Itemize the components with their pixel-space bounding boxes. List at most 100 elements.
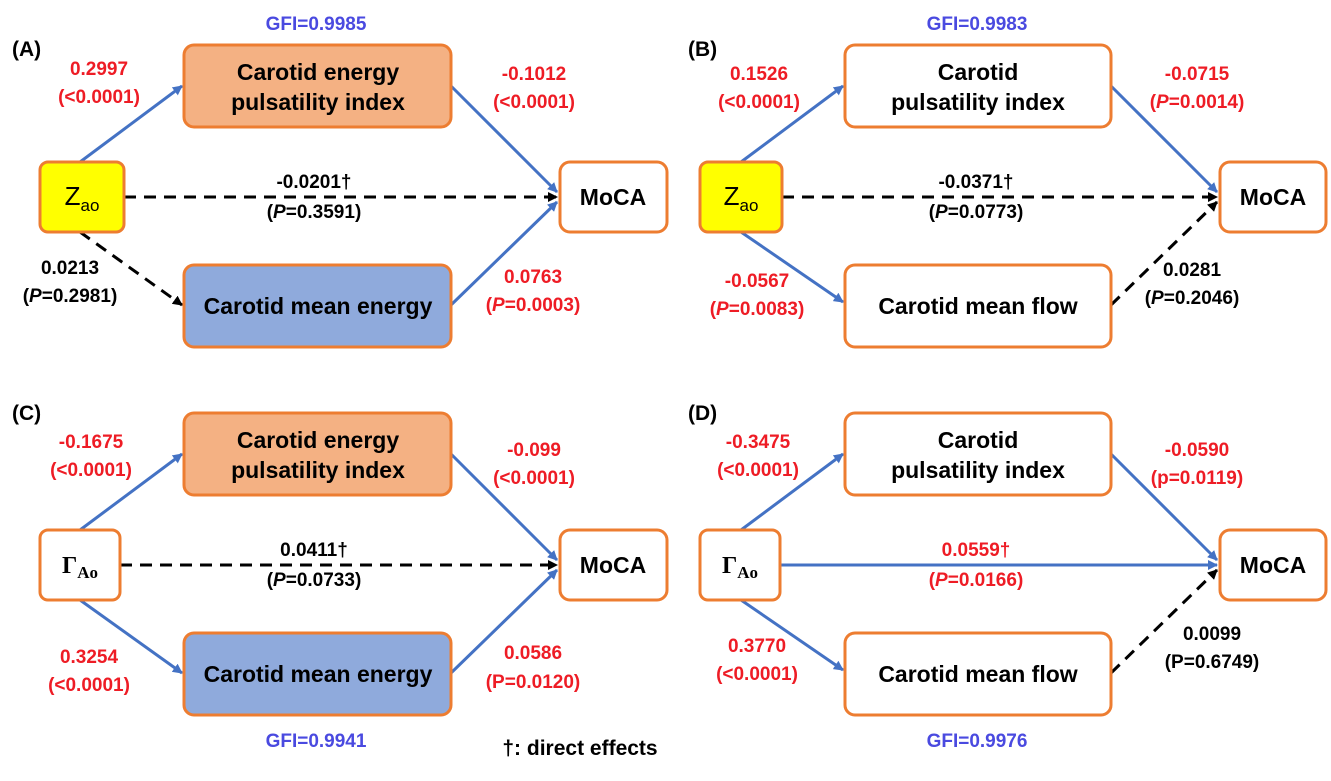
coef-upper-target: -0.0715	[1165, 64, 1230, 85]
lower-mediator-box	[182, 631, 453, 717]
arrow-source-to-upper	[740, 84, 844, 164]
p-lower-target: (P=0.6749)	[1165, 652, 1260, 673]
gfi-label: GFI=0.9941	[266, 731, 367, 752]
coef-lower-target: 0.0281	[1163, 260, 1222, 281]
p-direct: (P=0.0773)	[929, 202, 1024, 223]
lower-mediator-box	[182, 263, 453, 349]
panel-b: (B) GFI=0.9983 Zao Carotid pulsatility i…	[688, 14, 1328, 349]
lower-mediator-label: Carotid mean flow	[878, 293, 1077, 319]
panel-label: (B)	[688, 38, 717, 61]
target-box	[558, 528, 669, 602]
arrow-lower-to-target	[449, 568, 559, 675]
upper-mediator-line1: Carotid energy	[237, 427, 400, 453]
coef-source-upper: 0.1526	[730, 64, 788, 85]
coef-direct: 0.0411†	[280, 540, 348, 561]
upper-mediator-line2: pulsatility index	[231, 89, 405, 115]
coef-direct: -0.0371†	[938, 172, 1013, 193]
coef-source-lower: -0.0567	[725, 271, 789, 292]
coef-direct: -0.0201†	[276, 172, 351, 193]
coef-upper-target: -0.099	[507, 440, 561, 461]
upper-mediator-box	[182, 411, 453, 497]
p-source-lower: (<0.0001)	[716, 664, 798, 685]
target-box	[558, 160, 669, 234]
upper-mediator-box	[843, 43, 1113, 129]
panel-label: (D)	[688, 402, 717, 425]
upper-mediator-line2: pulsatility index	[891, 457, 1065, 483]
p-direct: (P=0.3591)	[267, 202, 362, 223]
coef-source-lower: 0.0213	[41, 258, 99, 279]
source-node-label: ΓAo	[722, 553, 758, 582]
arrow-upper-to-target	[1109, 84, 1219, 194]
lower-mediator-label: Carotid mean energy	[204, 293, 433, 319]
target-label: MoCA	[580, 552, 646, 578]
source-node-label: Zao	[65, 181, 100, 215]
source-node	[698, 528, 782, 602]
gfi-label: GFI=0.9985	[266, 14, 367, 35]
arrow-source-to-lower	[79, 598, 183, 675]
lower-mediator-label: Carotid mean flow	[878, 661, 1077, 687]
upper-mediator-line2: pulsatility index	[231, 457, 405, 483]
gfi-label: GFI=0.9983	[927, 14, 1028, 35]
p-source-upper: (<0.0001)	[58, 87, 140, 108]
coef-source-lower: 0.3254	[60, 647, 119, 668]
upper-mediator-line1: Carotid	[938, 427, 1019, 453]
p-source-lower: (<0.0001)	[48, 675, 130, 696]
p-lower-target: (P=0.0003)	[486, 295, 581, 316]
coef-lower-target: 0.0586	[504, 643, 562, 664]
panel-a: (A) GFI=0.9985 Zao Carotid energy pulsat…	[12, 14, 669, 349]
lower-mediator-box	[843, 263, 1113, 349]
p-upper-target: (P=0.0014)	[1150, 92, 1245, 113]
p-source-lower: (P=0.0083)	[710, 299, 805, 320]
panel-label: (A)	[12, 38, 41, 61]
p-lower-target: (P=0.0120)	[486, 672, 581, 693]
arrow-lower-to-target	[1109, 568, 1219, 675]
arrow-upper-to-target	[1109, 452, 1219, 562]
arrow-source-to-upper	[79, 84, 183, 164]
coef-lower-target: 0.0099	[1183, 624, 1241, 645]
source-node-label: Zao	[724, 181, 759, 215]
p-direct: (P=0.0733)	[267, 570, 362, 591]
footnote-direct-effects: †: direct effects	[502, 737, 657, 760]
arrow-source-to-lower	[740, 230, 844, 304]
coef-upper-target: -0.0590	[1165, 440, 1229, 461]
upper-mediator-box	[843, 411, 1113, 497]
source-node	[698, 160, 784, 234]
coef-source-lower: 0.3770	[728, 636, 786, 657]
p-lower-target: (P=0.2046)	[1145, 288, 1240, 309]
p-upper-target: (<0.0001)	[493, 468, 575, 489]
source-node	[38, 160, 126, 234]
arrow-source-to-lower	[79, 230, 183, 307]
p-source-upper: (<0.0001)	[717, 460, 799, 481]
upper-mediator-box	[182, 43, 453, 129]
target-box	[1218, 528, 1328, 602]
arrow-upper-to-target	[449, 84, 559, 194]
coef-lower-target: 0.0763	[504, 267, 562, 288]
upper-mediator-line1: Carotid	[938, 59, 1019, 85]
target-label: MoCA	[1240, 184, 1306, 210]
source-node	[38, 528, 122, 602]
upper-mediator-line1: Carotid energy	[237, 59, 400, 85]
p-source-upper: (<0.0001)	[718, 92, 800, 113]
source-node-label: ΓAo	[62, 553, 98, 582]
coef-source-upper: 0.2997	[70, 59, 128, 80]
p-upper-target: (<0.0001)	[493, 92, 575, 113]
coef-source-upper: -0.3475	[726, 432, 791, 453]
p-source-lower: (P=0.2981)	[23, 286, 118, 307]
gfi-label: GFI=0.9976	[927, 731, 1028, 752]
p-upper-target: (p=0.0119)	[1151, 468, 1243, 489]
target-box	[1218, 160, 1328, 234]
upper-mediator-line2: pulsatility index	[891, 89, 1065, 115]
panel-d: (D) ΓAo Carotid pulsatility index Caroti…	[688, 402, 1328, 752]
p-source-upper: (<0.0001)	[50, 460, 132, 481]
p-direct: (P=0.0166)	[929, 570, 1024, 591]
target-label: MoCA	[1240, 552, 1306, 578]
arrow-source-to-upper	[79, 452, 183, 532]
target-label: MoCA	[580, 184, 646, 210]
coef-upper-target: -0.1012	[502, 64, 566, 85]
coef-source-upper: -0.1675	[59, 432, 124, 453]
arrow-source-to-upper	[740, 452, 844, 532]
coef-direct: 0.0559†	[942, 540, 1011, 561]
arrow-source-to-lower	[740, 598, 844, 672]
panel-label: (C)	[12, 402, 41, 425]
